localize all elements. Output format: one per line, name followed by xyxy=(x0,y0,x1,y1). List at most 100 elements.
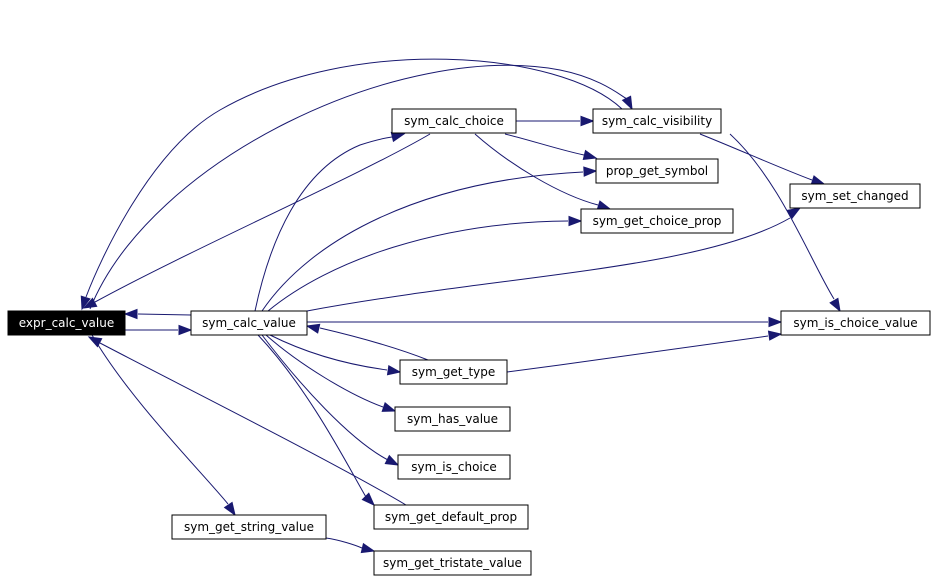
arrowhead xyxy=(810,175,826,186)
edge-sym-calc-choice-to-sym-get-choice-prop xyxy=(474,133,612,211)
edge-line xyxy=(94,133,431,303)
arrowhead xyxy=(786,207,802,219)
edge-line xyxy=(137,313,192,316)
edge-line xyxy=(474,133,599,206)
arrowhead xyxy=(123,308,138,320)
arrowhead xyxy=(621,95,633,111)
edge-sym-calc-value-to-sym-has-value xyxy=(265,334,397,412)
arrowhead xyxy=(580,115,595,127)
edge-sym-calc-value-to-prop-get-symbol xyxy=(261,166,598,312)
node-sym-has-value[interactable]: sym_has_value xyxy=(394,406,511,432)
node-label: sym_calc_choice xyxy=(404,114,504,128)
node-box[interactable] xyxy=(789,183,921,209)
node-label: sym_set_changed xyxy=(801,189,908,203)
node-sym-calc-visibility[interactable]: sym_calc_visibility xyxy=(592,108,722,134)
edge-sym-calc-value-to-sym-get-type xyxy=(269,334,402,376)
node-box[interactable] xyxy=(373,550,532,576)
node-label: prop_get_symbol xyxy=(606,164,708,178)
edge-sym-calc-choice-to-expr-calc-value xyxy=(82,133,431,309)
edge-sym-calc-value-to-sym-is-choice-value xyxy=(307,316,783,328)
arrowhead xyxy=(178,324,193,336)
edge-line xyxy=(85,58,623,298)
node-sym-get-default-prop[interactable]: sym_get_default_prop xyxy=(373,504,529,530)
edge-line xyxy=(257,334,367,498)
node-sym-is-choice-value[interactable]: sym_is_choice_value xyxy=(780,310,931,336)
arrowhead xyxy=(223,501,236,517)
edge-line xyxy=(306,217,791,312)
node-label: sym_has_value xyxy=(407,412,498,426)
edge-line xyxy=(254,136,393,312)
edge-sym-calc-choice-to-sym-calc-visibility xyxy=(516,115,595,127)
arrowhead xyxy=(596,200,612,211)
node-label: sym_calc_visibility xyxy=(602,114,712,128)
node-box[interactable] xyxy=(190,310,308,336)
arrowhead xyxy=(361,492,375,507)
edge-line xyxy=(319,327,429,361)
arrowhead xyxy=(582,149,598,160)
node-box[interactable] xyxy=(391,108,517,134)
node-box[interactable] xyxy=(592,108,722,134)
node-box[interactable] xyxy=(780,310,931,336)
nodes-layer: expr_calc_value sym_calc_value sym_calc_ch… xyxy=(7,108,931,576)
edge-expr-calc-value-to-sym-get-string-value xyxy=(91,334,236,517)
arrowhead xyxy=(87,336,103,348)
arrowhead xyxy=(568,215,583,227)
arrowhead xyxy=(384,454,400,466)
edge-line xyxy=(91,334,229,505)
arrowhead xyxy=(829,297,841,313)
edge-line xyxy=(699,133,813,181)
edge-sym-calc-visibility-to-sym-set-changed xyxy=(699,133,826,186)
edge-sym-calc-visibility-to-expr-calc-value xyxy=(80,58,623,311)
edge-sym-calc-value-to-sym-is-choice xyxy=(261,334,400,466)
edge-sym-get-default-prop-to-expr-calc-value xyxy=(87,336,407,506)
node-sym-is-choice[interactable]: sym_is_choice xyxy=(397,454,511,480)
edge-line xyxy=(261,171,584,312)
node-label: sym_get_string_value xyxy=(184,520,314,534)
node-box[interactable] xyxy=(580,208,734,234)
edge-sym-calc-value-to-expr-calc-value xyxy=(123,308,192,320)
node-box[interactable] xyxy=(7,310,126,336)
arrowhead xyxy=(768,316,783,328)
node-sym-calc-value[interactable]: sym_calc_value xyxy=(190,310,308,336)
edge-line xyxy=(506,335,769,373)
edge-sym-get-type-to-sym-is-choice-value xyxy=(506,330,783,373)
edge-line xyxy=(729,133,835,300)
edge-sym-calc-value-to-sym-set-changed xyxy=(306,207,802,312)
node-label: sym_get_tristate_value xyxy=(383,556,522,570)
node-box[interactable] xyxy=(171,514,327,540)
arrowhead xyxy=(360,542,376,554)
edge-expr-calc-value-to-sym-calc-visibility xyxy=(89,64,633,310)
arrowhead xyxy=(390,131,406,143)
node-sym-get-choice-prop[interactable]: sym_get_choice_prop xyxy=(580,208,734,234)
node-box[interactable] xyxy=(399,359,508,385)
edge-line xyxy=(261,334,389,461)
arrowhead xyxy=(767,330,783,341)
node-sym-get-type[interactable]: sym_get_type xyxy=(399,359,508,385)
edge-line xyxy=(267,220,569,312)
node-label: sym_calc_value xyxy=(202,316,296,330)
arrowhead xyxy=(80,295,91,311)
node-box[interactable] xyxy=(397,454,511,480)
node-label: sym_get_choice_prop xyxy=(593,214,722,228)
edge-expr-calc-value-to-sym-calc-value xyxy=(125,324,193,336)
node-sym-get-string-value[interactable]: sym_get_string_value xyxy=(171,514,327,540)
edge-sym-get-string-value-to-sym-get-tristate-value xyxy=(325,537,376,554)
edge-line xyxy=(504,133,585,156)
node-box[interactable] xyxy=(373,504,529,530)
node-box[interactable] xyxy=(595,158,719,184)
node-box[interactable] xyxy=(394,406,511,432)
node-sym-calc-choice[interactable]: sym_calc_choice xyxy=(391,108,517,134)
edges-layer xyxy=(80,58,841,554)
node-label: sym_get_default_prop xyxy=(385,510,517,524)
arrowhead xyxy=(583,166,598,177)
edge-sym-calc-choice-to-prop-get-symbol xyxy=(504,133,598,160)
node-sym-get-tristate-value[interactable]: sym_get_tristate_value xyxy=(373,550,532,576)
node-expr-calc-value[interactable]: expr_calc_value xyxy=(7,310,126,336)
node-sym-set-changed[interactable]: sym_set_changed xyxy=(789,183,921,209)
node-label: sym_get_type xyxy=(412,365,496,379)
edge-line xyxy=(269,334,388,371)
node-label: sym_is_choice xyxy=(411,460,497,474)
arrowhead xyxy=(305,323,321,334)
node-prop-get-symbol[interactable]: prop_get_symbol xyxy=(595,158,719,184)
